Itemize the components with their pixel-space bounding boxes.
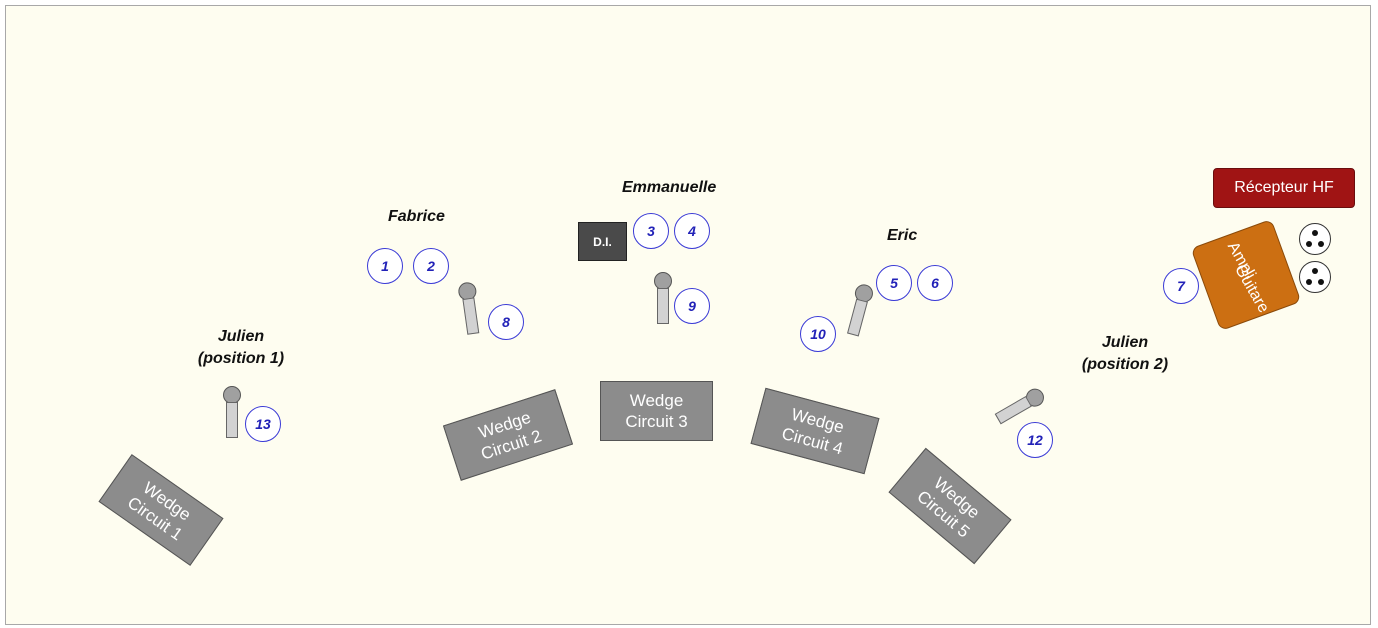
wedge-circuit-2: Wedge Circuit 2 xyxy=(442,389,574,481)
channel-circle-5: 5 xyxy=(876,265,912,301)
power-socket-icon-1 xyxy=(1299,223,1331,255)
channel-circle-7: 7 xyxy=(1163,268,1199,304)
channel-circle-4: 4 xyxy=(674,213,710,249)
wedge-3-line-2: Circuit 3 xyxy=(625,412,688,431)
channel-circle-6: 6 xyxy=(917,265,953,301)
guitar-amp: Ampli Guitare xyxy=(1190,218,1302,332)
wedge-circuit-5: Wedge Circuit 5 xyxy=(888,447,1012,565)
label-julien-position-2: Julien (position 2) xyxy=(1072,332,1178,376)
channel-circle-1: 1 xyxy=(367,248,403,284)
channel-circle-9: 9 xyxy=(674,288,710,324)
stage-plot-canvas: Fabrice Emmanuelle Eric Julien (position… xyxy=(5,5,1371,625)
channel-circle-2: 2 xyxy=(413,248,449,284)
label-julien-position-1: Julien (position 1) xyxy=(191,326,291,370)
microphone-icon-fabrice xyxy=(457,281,485,339)
microphone-icon-julien-1 xyxy=(223,386,243,442)
wedge-3-line-1: Wedge xyxy=(629,391,684,410)
label-julien-1-position: (position 1) xyxy=(197,350,285,367)
channel-circle-8: 8 xyxy=(488,304,524,340)
channel-circle-12: 12 xyxy=(1017,422,1053,458)
power-socket-icon-2 xyxy=(1299,261,1331,293)
wedge-circuit-4: Wedge Circuit 4 xyxy=(750,387,880,475)
microphone-icon-emmanuelle xyxy=(654,272,674,328)
channel-circle-13: 13 xyxy=(245,406,281,442)
label-julien-2-name: Julien xyxy=(1101,334,1149,351)
label-emmanuelle: Emmanuelle xyxy=(622,179,717,196)
microphone-icon-eric xyxy=(843,282,877,341)
label-fabrice: Fabrice xyxy=(388,208,445,225)
di-box: D.I. xyxy=(578,222,627,261)
wedge-circuit-3: Wedge Circuit 3 xyxy=(600,381,713,441)
hf-receiver: Récepteur HF xyxy=(1213,168,1355,208)
label-julien-1-name: Julien xyxy=(217,328,265,345)
label-eric: Eric xyxy=(887,227,918,244)
channel-circle-10: 10 xyxy=(800,316,836,352)
wedge-circuit-1: Wedge Circuit 1 xyxy=(98,454,224,566)
label-julien-2-position: (position 2) xyxy=(1081,356,1169,373)
channel-circle-3: 3 xyxy=(633,213,669,249)
